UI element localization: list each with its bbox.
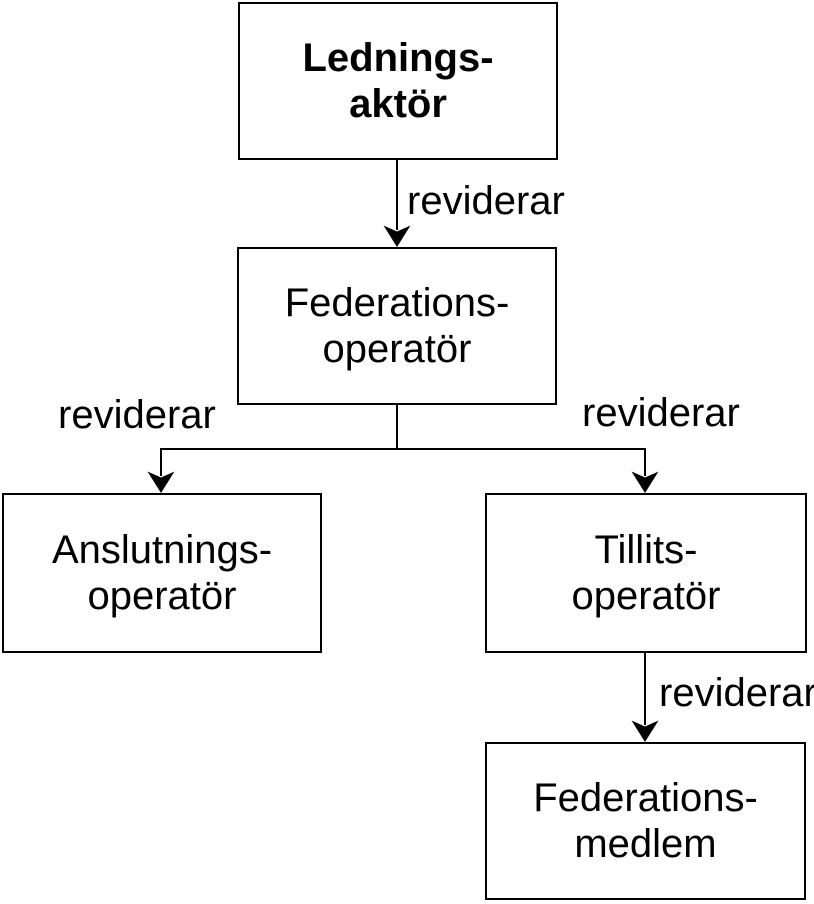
edge-label-reviderar-medlem: reviderar xyxy=(659,671,814,715)
node-lednings-aktor-label: Lednings- aktör xyxy=(302,35,494,126)
arrowhead-down-icon xyxy=(383,225,411,247)
connector-federations-operator-stem xyxy=(396,405,398,450)
node-federations-medlem-label: Federations- medlem xyxy=(533,775,758,866)
arrowhead-down-icon xyxy=(147,471,175,493)
node-anslutnings-operator-label: Anslutnings- operatör xyxy=(51,527,273,618)
node-anslutnings-operator: Anslutnings- operatör xyxy=(2,493,322,653)
node-federations-operator: Federations- operatör xyxy=(237,247,557,405)
connector-drop-tillits xyxy=(644,448,646,476)
arrowhead-down-icon xyxy=(631,720,659,742)
connector-lednings-to-federations-operator xyxy=(396,160,398,230)
connector-branch-horizontal xyxy=(160,448,646,450)
node-tillits-operator-label: Tillits- operatör xyxy=(571,527,721,618)
edge-label-reviderar-lednings: reviderar xyxy=(407,179,565,223)
edge-label-reviderar-tillits: reviderar xyxy=(582,391,740,435)
node-federations-operator-label: Federations- operatör xyxy=(284,280,510,371)
node-federations-medlem: Federations- medlem xyxy=(485,742,806,900)
arrowhead-down-icon xyxy=(631,471,659,493)
edge-label-reviderar-anslutnings: reviderar xyxy=(58,393,216,437)
connector-drop-anslutnings xyxy=(160,448,162,476)
node-lednings-aktor: Lednings- aktör xyxy=(238,2,558,160)
node-tillits-operator: Tillits- operatör xyxy=(485,493,807,653)
connector-tillits-to-federations-medlem xyxy=(644,653,646,725)
